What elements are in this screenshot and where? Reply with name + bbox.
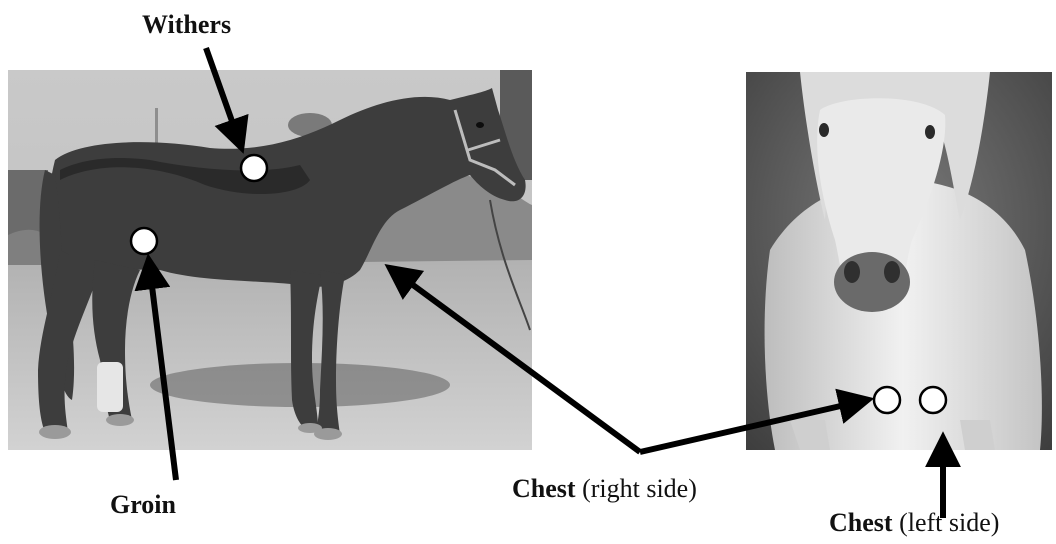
label-chest-right-bold: Chest	[512, 474, 576, 503]
label-chest-left-rest: (left side)	[893, 508, 1000, 537]
chest-left-marker	[920, 387, 946, 413]
chest-right-marker	[874, 387, 900, 413]
label-chest-right-rest: (right side)	[576, 474, 697, 503]
label-chest-left-bold: Chest	[829, 508, 893, 537]
label-withers: Withers	[142, 12, 231, 38]
label-chest-left: Chest (left side)	[829, 510, 999, 536]
withers-marker	[241, 155, 267, 181]
label-groin-text: Groin	[110, 490, 176, 519]
label-groin: Groin	[110, 492, 176, 518]
label-withers-text: Withers	[142, 10, 231, 39]
horse-side-photo	[8, 70, 532, 450]
label-chest-right: Chest (right side)	[512, 476, 697, 502]
groin-marker	[131, 228, 157, 254]
